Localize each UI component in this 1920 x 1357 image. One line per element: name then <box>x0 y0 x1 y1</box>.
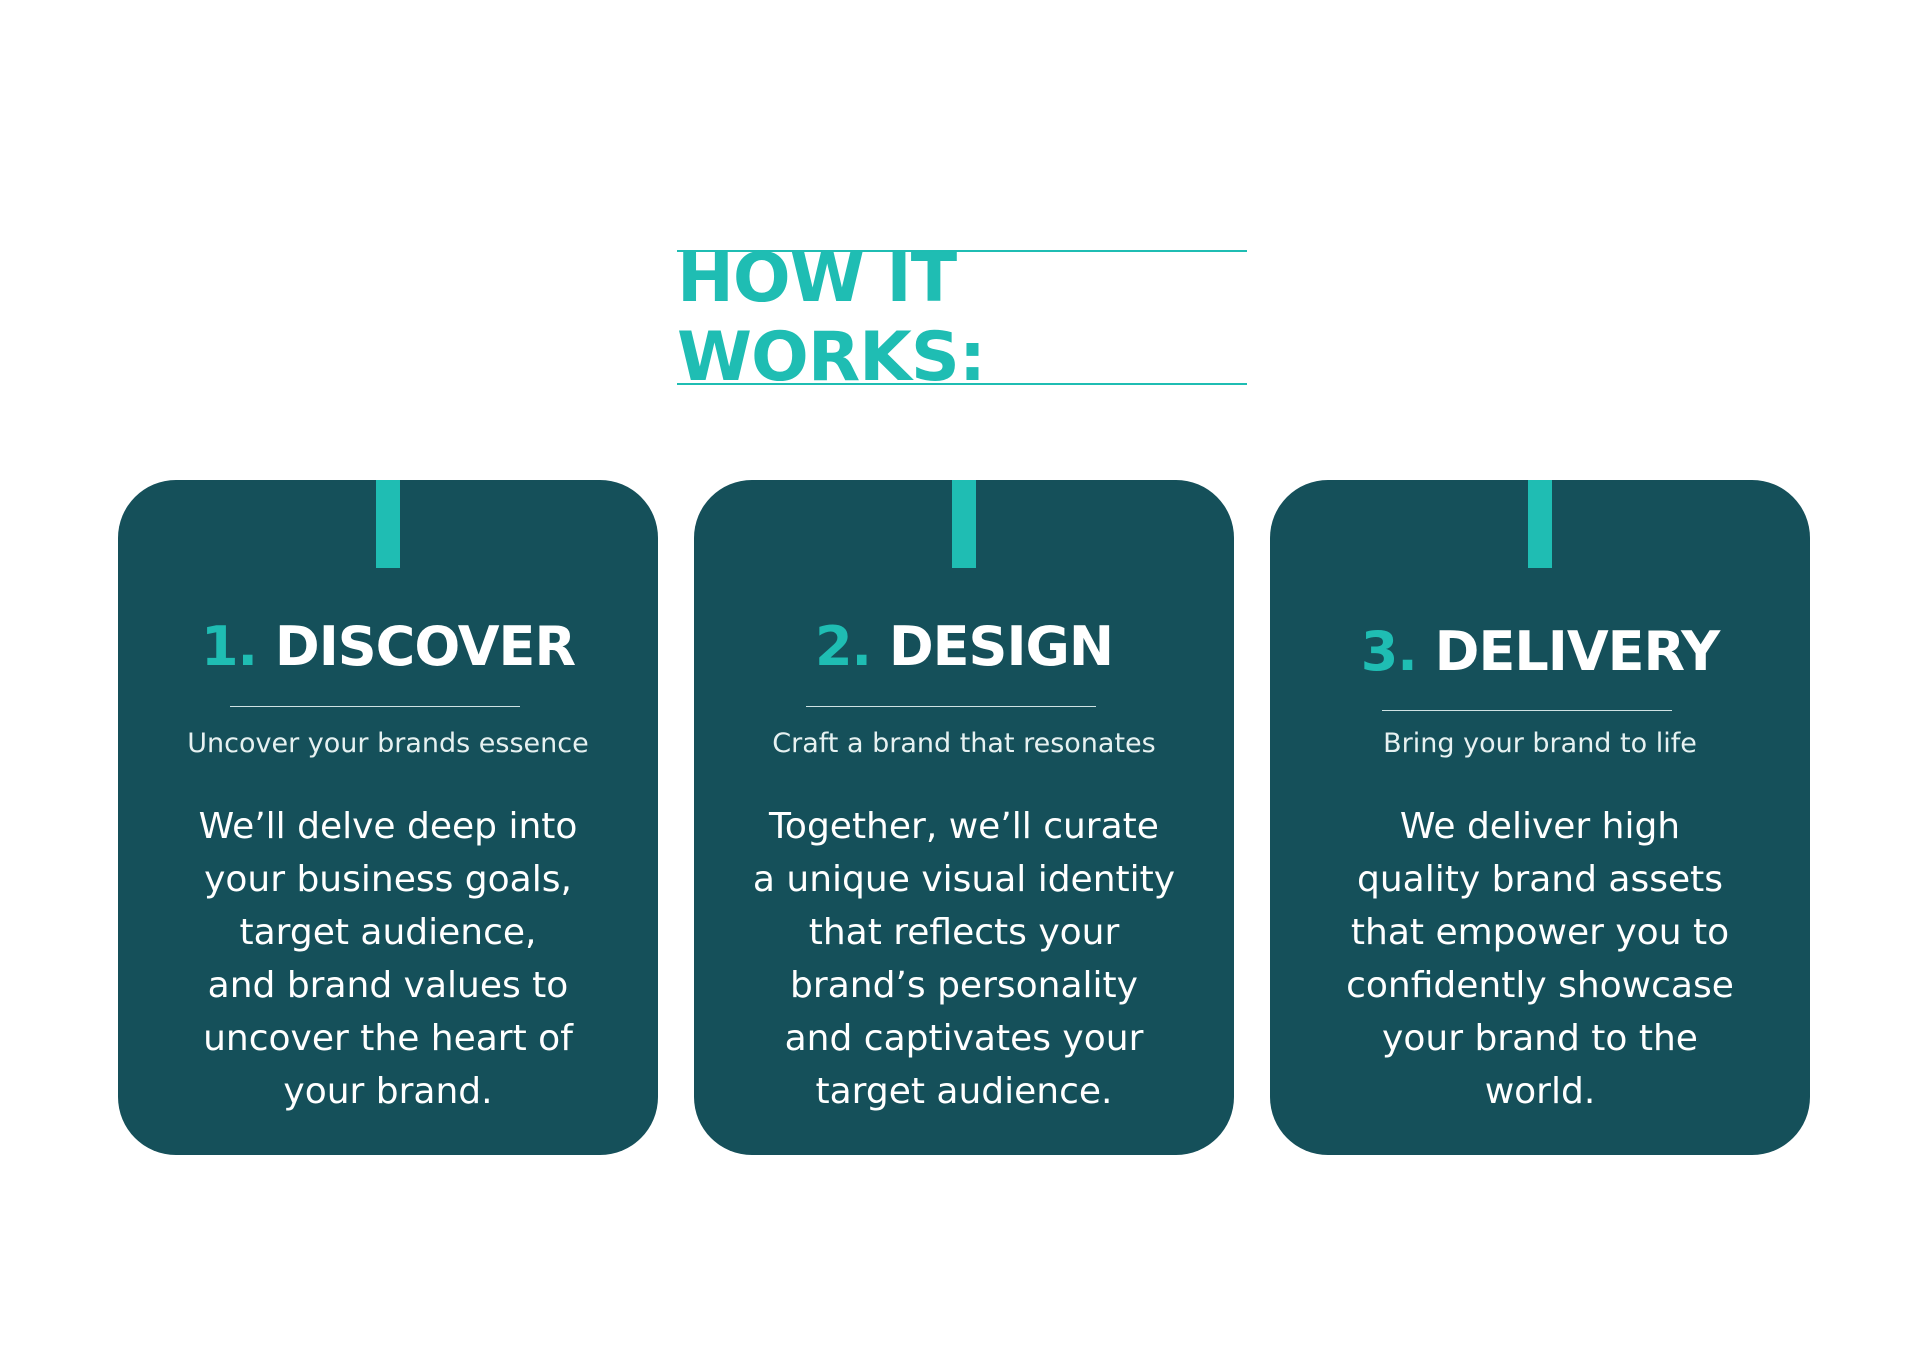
step-number: 1. <box>200 615 258 678</box>
description-line: quality brand assets <box>1356 859 1723 900</box>
step-number: 2. <box>814 615 872 678</box>
description-line: uncover the heart of <box>203 1018 573 1059</box>
description-line: We deliver high <box>1399 806 1681 847</box>
title-divider <box>806 706 1096 707</box>
step-description: We’ll delve deep into your business goal… <box>138 800 638 1118</box>
page-title: HOW IT WORKS: <box>677 238 986 397</box>
description-line: Together, we’ll curate <box>769 806 1159 847</box>
description-line: a unique visual identity <box>752 859 1176 900</box>
step-title-word: DESIGN <box>888 615 1114 678</box>
step-description: We deliver high quality brand assets tha… <box>1290 800 1790 1118</box>
description-line: that reflects your <box>808 912 1120 953</box>
description-line: confidently showcase <box>1346 965 1734 1006</box>
step-title-word: DELIVERY <box>1434 620 1721 683</box>
description-line: that empower you to <box>1350 912 1730 953</box>
card-tab-marker <box>376 480 400 568</box>
step-title: 1. DISCOVER <box>118 615 658 678</box>
description-line: We’ll delve deep into <box>198 806 578 847</box>
description-line: target audience. <box>815 1071 1113 1112</box>
step-title: 2. DESIGN <box>694 615 1234 678</box>
title-divider <box>1382 710 1672 711</box>
step-card-discover: 1. DISCOVER Uncover your brands essence … <box>118 480 658 1155</box>
description-line: world. <box>1484 1071 1596 1112</box>
section-header: HOW IT WORKS: <box>677 239 1247 397</box>
description-line: target audience, <box>239 912 537 953</box>
description-line: your brand. <box>283 1071 493 1112</box>
description-line: and brand values to <box>207 965 569 1006</box>
title-divider <box>230 706 520 707</box>
card-tab-marker <box>1528 480 1552 568</box>
step-subtitle: Uncover your brands essence <box>187 728 589 759</box>
step-title: 3. DELIVERY <box>1270 620 1810 683</box>
card-tab-marker <box>952 480 976 568</box>
step-number: 3. <box>1360 620 1418 683</box>
step-subtitle: Craft a brand that resonates <box>772 728 1156 759</box>
step-card-delivery: 3. DELIVERY Bring your brand to life We … <box>1270 480 1810 1155</box>
description-line: and captivates your <box>784 1018 1144 1059</box>
description-line: brand’s personality <box>790 965 1138 1006</box>
step-title-word: DISCOVER <box>274 615 576 678</box>
step-description: Together, we’ll curate a unique visual i… <box>714 800 1214 1118</box>
description-line: your brand to the <box>1382 1018 1698 1059</box>
step-subtitle: Bring your brand to life <box>1383 728 1697 759</box>
description-line: your business goals, <box>204 859 572 900</box>
step-card-design: 2. DESIGN Craft a brand that resonates T… <box>694 480 1234 1155</box>
